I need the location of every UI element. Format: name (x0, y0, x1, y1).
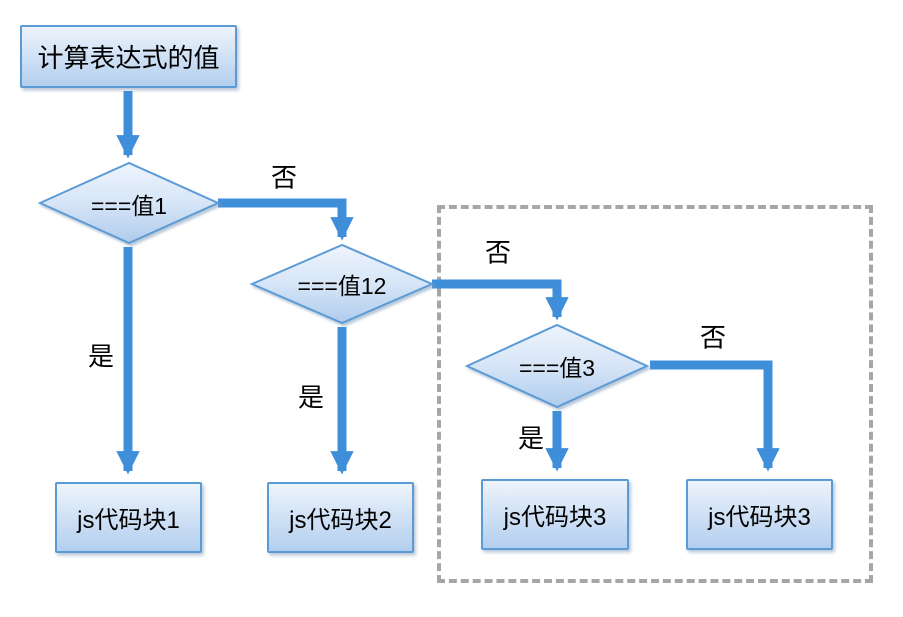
edge-label-no-case3: 否 (699, 322, 727, 353)
edge-label-yes-case3: 是 (517, 423, 545, 454)
code-block-2: js代码块2 (267, 482, 414, 553)
edge-label-yes-case2: 是 (297, 382, 325, 413)
code-block-3: js代码块3 (481, 479, 629, 550)
arrow-case3-no-to-default-block (650, 360, 780, 472)
arrow-case2-no-to-case3 (432, 279, 569, 321)
code-block-4: js代码块3 (686, 479, 833, 550)
edge-label-no-case1: 否 (270, 162, 298, 193)
decision-label-case1: ===值1 (90, 193, 168, 219)
decision-diamond-case1 (37, 161, 221, 245)
code-block-1: js代码块1 (55, 482, 202, 553)
switch-group-dashed-box (437, 205, 873, 583)
start-box: 计算表达式的值 (20, 25, 237, 88)
decision-diamond-case3 (464, 323, 650, 409)
code-block-1-label: js代码块1 (77, 507, 180, 534)
decision-diamond-case2 (249, 243, 435, 325)
code-block-2-label: js代码块2 (289, 507, 392, 534)
edge-label-no-case2: 否 (484, 237, 512, 268)
decision-label-case2: ===值12 (297, 273, 387, 299)
code-block-4-label: js代码块3 (708, 504, 811, 531)
decision-label-case3: ===值3 (518, 355, 596, 381)
start-box-label: 计算表达式的值 (37, 43, 220, 73)
edge-label-yes-case1: 是 (87, 341, 115, 372)
arrow-case1-no-to-case2 (218, 198, 354, 241)
code-block-3-label: js代码块3 (503, 504, 607, 531)
